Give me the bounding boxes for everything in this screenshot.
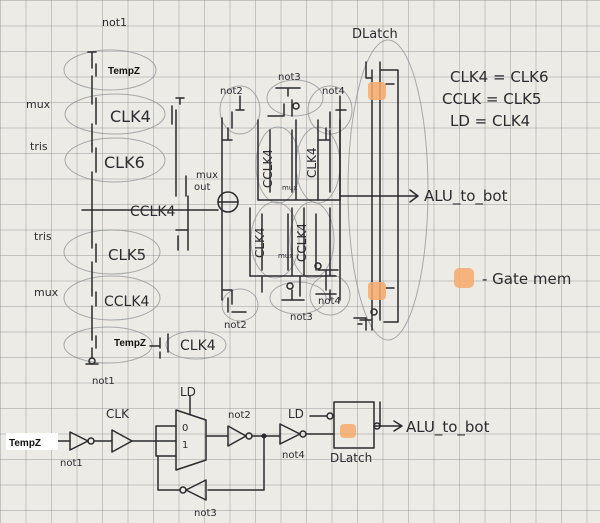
dlatch-column <box>353 61 399 331</box>
tempz-top-label: TempZ <box>108 66 140 77</box>
logic-not2-label: not2 <box>228 410 251 421</box>
tris-upper-label: tris <box>30 140 48 153</box>
legend: - Gate mem <box>454 268 571 288</box>
mux-upper-tag: mux <box>282 184 297 192</box>
tris-lower-label: tris <box>34 230 52 243</box>
legend-swatch <box>454 268 474 288</box>
dlatch-label: DLatch <box>352 27 398 42</box>
equations: CLK4 = CLK6 CCLK = CLK5 LD = CLK4 <box>442 68 549 130</box>
logic-clk-label: CLK <box>106 407 130 421</box>
schematic-labels: not1 not2 not3 not4 DLatch mux tris tris… <box>26 16 508 387</box>
tempz-bottom-label: TempZ <box>114 338 146 349</box>
mux-out-node <box>217 191 239 213</box>
equation-3: LD = CLK4 <box>450 112 530 130</box>
gate-mem-marker-top <box>368 82 386 100</box>
logic-mux-ld-label: LD <box>180 385 196 399</box>
logic-diagram-labels: TempZ not1 CLK LD 0 1 not2 LD not4 DLatc… <box>9 385 490 519</box>
clk6-label: CLK6 <box>104 153 145 172</box>
logic-not1-label: not1 <box>60 458 83 469</box>
mux-upper-label: mux <box>26 98 51 111</box>
not2-bottom-label: not2 <box>224 320 247 331</box>
not4-bottom-label: not4 <box>318 296 341 307</box>
not1-bottom-label: not1 <box>92 376 115 387</box>
logic-not4-label: not4 <box>282 450 305 461</box>
clk4-upper-label: CLK4 <box>110 107 151 126</box>
gate-mem-marker-bottom <box>368 282 386 300</box>
logic-input-label: TempZ <box>9 438 41 449</box>
left-stack-wires <box>81 51 219 365</box>
mux-out-label-2: out <box>194 182 210 193</box>
mux-upper-left-label: CCLK4 <box>261 149 275 188</box>
gate-mem-marker-dlatch <box>340 424 356 438</box>
middle-halos <box>219 39 429 341</box>
mux-lower-right-label: CCLK4 <box>295 223 309 262</box>
equation-2: CCLK = CLK5 <box>442 90 541 108</box>
alu-to-bot-top-label: ALU_to_bot <box>424 187 508 206</box>
not3-top-label: not3 <box>278 72 301 83</box>
not2-label: not2 <box>220 86 243 97</box>
logic-diagram-wires <box>57 395 403 501</box>
mux-lower-label: mux <box>34 286 59 299</box>
left-stack-halos <box>63 49 227 364</box>
equation-1: CLK4 = CLK6 <box>450 68 549 86</box>
cclk4-lower-label: CCLK4 <box>104 294 150 310</box>
logic-latch-ld-label: LD <box>288 407 304 421</box>
not1-top-label: not1 <box>102 16 127 29</box>
not4-label: not4 <box>322 86 345 97</box>
mux-lower-tag: mux <box>278 252 293 260</box>
logic-mux-in1-label: 1 <box>182 440 188 451</box>
clk5-label: CLK5 <box>108 246 146 264</box>
legend-label: - Gate mem <box>482 270 571 288</box>
logic-not3-label: not3 <box>194 508 217 519</box>
mux-lower-left-label: CLK4 <box>253 227 267 258</box>
tempz-input-box <box>6 433 58 450</box>
not3-bottom-label: not3 <box>290 312 313 323</box>
mux-out-label-1: mux <box>196 170 218 181</box>
logic-mux-in0-label: 0 <box>182 423 188 434</box>
middle-wires <box>221 87 419 313</box>
clk4-lower-label: CLK4 <box>180 338 216 354</box>
logic-output-label: ALU_to_bot <box>406 418 490 437</box>
cclk4-right-label: CCLK4 <box>130 204 176 220</box>
logic-dlatch-label: DLatch <box>330 451 372 465</box>
mux-upper-right-label: CLK4 <box>305 147 319 178</box>
